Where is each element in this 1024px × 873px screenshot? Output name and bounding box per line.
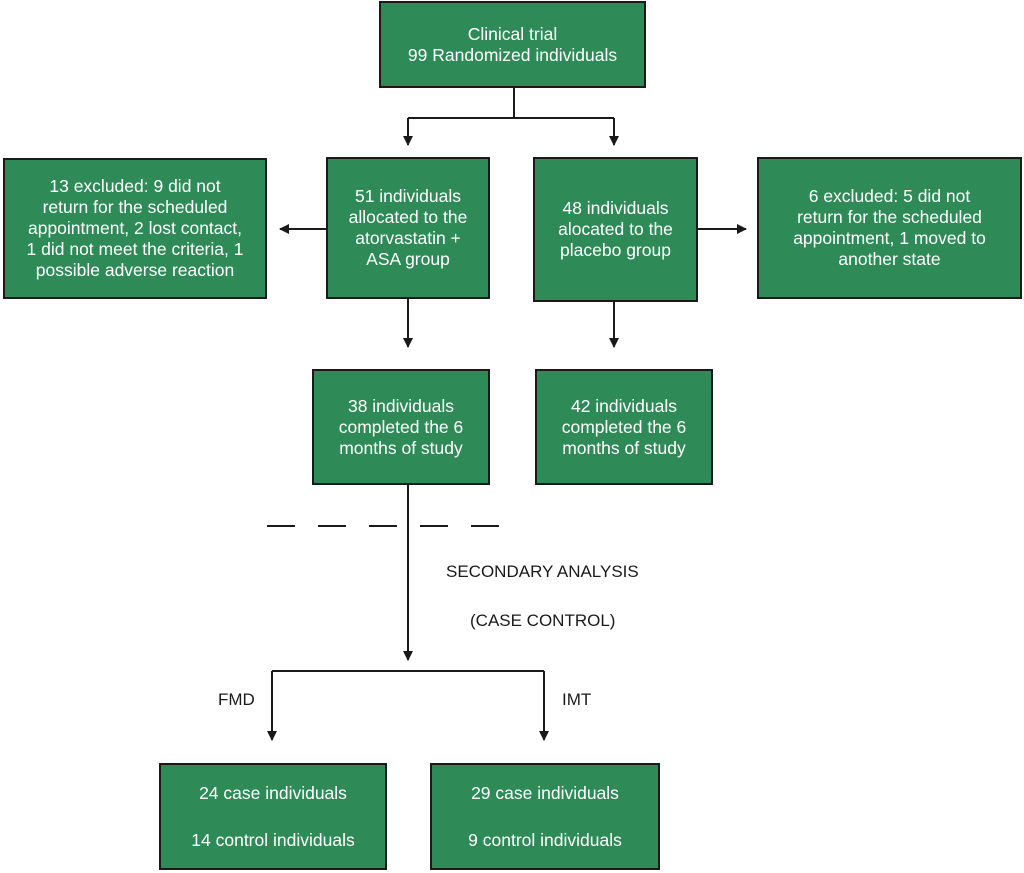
text-line: 9 control individuals [468, 829, 622, 850]
text-line: months of study [339, 437, 463, 458]
text-line: appointment, 2 lost contact, [27, 218, 243, 238]
box-imt-result: 29 case individuals 9 control individual… [430, 763, 660, 870]
text-line: completed the 6 [338, 416, 464, 437]
text-line: return for the scheduled [797, 207, 982, 227]
text-line: 13 excluded: 9 did not [49, 176, 221, 196]
text-line: appointment, 1 moved to [793, 228, 986, 248]
box-excluded-placebo: 6 excluded: 5 did not return for the sch… [757, 157, 1022, 299]
box-fmd-result: 24 case individuals 14 control individua… [159, 763, 387, 870]
text-line: 29 case individuals [471, 782, 619, 803]
text-line: ASA group [366, 249, 450, 269]
label-case-control: (CASE CONTROL) [470, 611, 616, 630]
text-line: 1 did not meet the criteria, 1 [26, 239, 244, 259]
text-line: alocated to the [558, 219, 673, 239]
box-completed-atorvastatin: 38 individuals completed the 6 months of… [312, 369, 490, 485]
box-completed-placebo: 42 individuals completed the 6 months of… [535, 369, 713, 485]
text-line: Clinical trial [467, 23, 558, 44]
label-secondary-analysis: SECONDARY ANALYSIS [446, 562, 639, 581]
text-line: allocated to the [348, 207, 468, 227]
text-line: 99 Randomized individuals [407, 44, 618, 65]
box-excluded-atorvastatin: 13 excluded: 9 did not return for the sc… [3, 158, 267, 299]
box-clinical-trial: Clinical trial 99 Randomized individuals [379, 1, 646, 88]
text-line: 48 individuals [562, 198, 669, 218]
label-imt: IMT [562, 690, 592, 709]
text-line: atorvastatin + [355, 228, 461, 248]
text-line: 38 individuals [347, 395, 455, 416]
text-line: 51 individuals [354, 186, 462, 206]
label-fmd: FMD [218, 690, 255, 709]
box-atorvastatin-group: 51 individuals allocated to the atorvast… [326, 157, 490, 299]
box-placebo-group: 48 individuals alocated to the placebo g… [533, 157, 698, 302]
text-line: possible adverse reaction [35, 260, 235, 280]
text-line: 14 control individuals [191, 829, 355, 850]
text-line: 24 case individuals [199, 782, 347, 803]
text-line: placebo group [560, 240, 671, 260]
text-line: 6 excluded: 5 did not [808, 186, 971, 206]
text-line: another state [838, 249, 941, 269]
text-line: return for the scheduled [42, 197, 228, 217]
text-line: months of study [562, 437, 686, 458]
text-line: 42 individuals [570, 395, 678, 416]
text-line: completed the 6 [561, 416, 687, 437]
